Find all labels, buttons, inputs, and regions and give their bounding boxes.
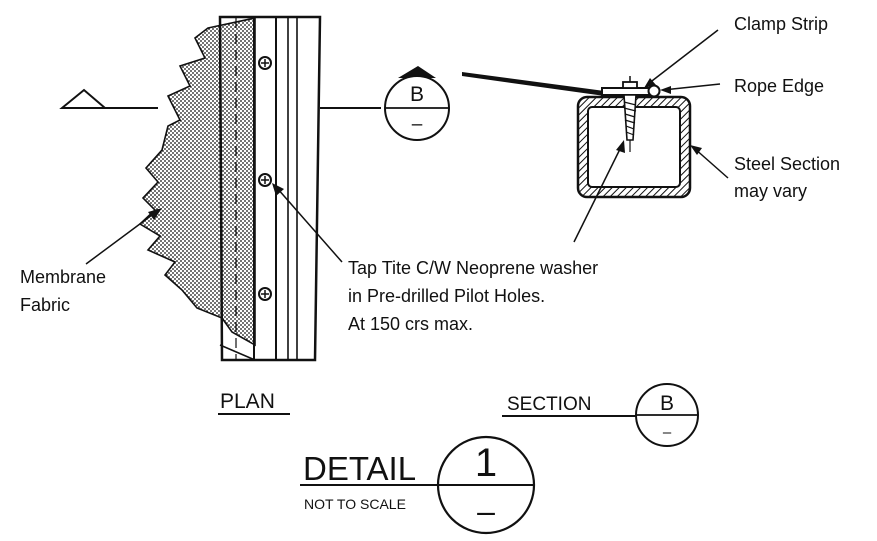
label-fastener-line2: in Pre-drilled Pilot Holes. bbox=[348, 286, 545, 306]
label-membrane-line2: Fabric bbox=[20, 295, 70, 315]
fastener-screw-2 bbox=[258, 173, 272, 187]
clamp-strip bbox=[601, 87, 653, 96]
leader-rope-edge bbox=[660, 83, 721, 94]
leader-membrane bbox=[85, 208, 162, 265]
section-title: SECTION bbox=[507, 394, 591, 415]
label-membrane-line1: Membrane bbox=[20, 267, 106, 287]
leader-steel-section bbox=[690, 145, 729, 179]
plan-title: PLAN bbox=[220, 390, 275, 413]
membrane-fabric bbox=[138, 17, 256, 347]
section-screw bbox=[622, 76, 638, 152]
leader-pilot-hole bbox=[573, 140, 625, 243]
label-fastener-line1: Tap Tite C/W Neoprene washer bbox=[348, 258, 598, 278]
label-steel-section-line2: may vary bbox=[734, 181, 807, 201]
label-fastener-line3: At 150 crs max. bbox=[348, 314, 473, 334]
label-rope-edge: Rope Edge bbox=[734, 76, 824, 96]
detail-title-bubble bbox=[436, 435, 536, 535]
rope-edge bbox=[647, 84, 661, 98]
section-title-bubble bbox=[635, 383, 699, 447]
section-bubble-sheet: – bbox=[663, 424, 672, 441]
scale-note: NOT TO SCALE bbox=[304, 496, 406, 512]
fastener-screw-3 bbox=[258, 287, 272, 301]
section-membrane bbox=[462, 72, 612, 97]
view-marker-triangle bbox=[59, 88, 158, 109]
fastener-screw-1 bbox=[258, 56, 272, 70]
detail-bubble-sheet: – bbox=[477, 493, 495, 529]
label-clamp-strip: Clamp Strip bbox=[734, 14, 828, 34]
section-bubble-letter: B bbox=[660, 392, 674, 415]
section-cut-marker bbox=[320, 66, 450, 141]
detail-bubble-number: 1 bbox=[475, 441, 497, 485]
leader-fastener bbox=[272, 183, 343, 263]
detail-title: DETAIL bbox=[303, 450, 416, 487]
label-steel-section-line1: Steel Section bbox=[734, 154, 840, 174]
leader-clamp-strip bbox=[644, 29, 719, 88]
plan-steel-section bbox=[218, 15, 322, 362]
section-marker-sheet: – bbox=[412, 114, 423, 135]
section-marker-letter: B bbox=[410, 83, 424, 106]
